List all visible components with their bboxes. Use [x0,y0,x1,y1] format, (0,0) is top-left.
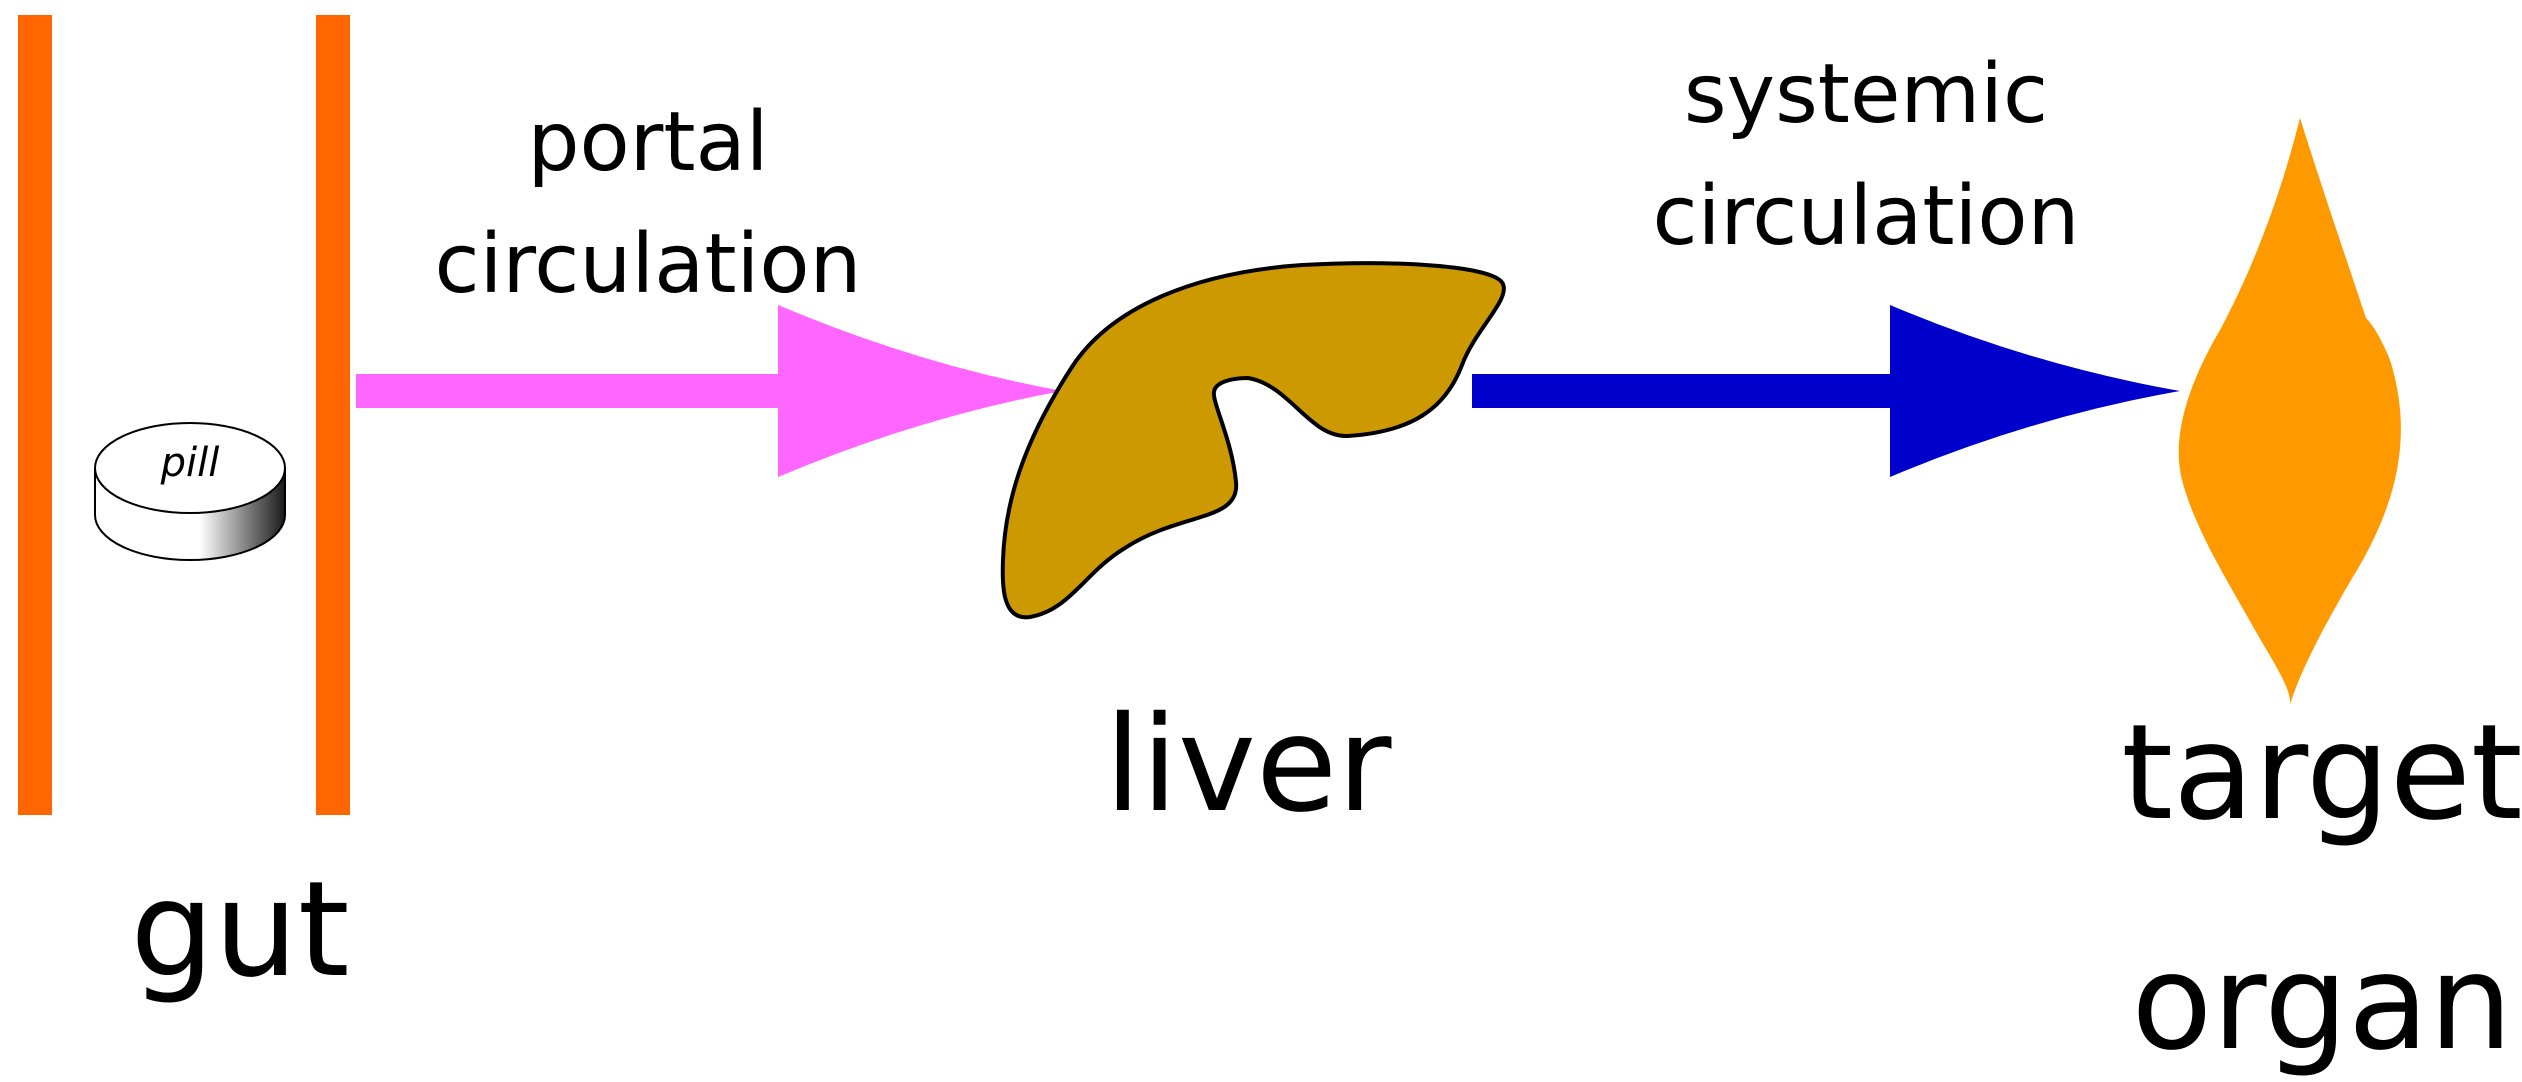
target-organ-label-line2: organ [2131,926,2512,1080]
liver-icon [1003,263,1504,617]
systemic-circulation-arrow [1472,305,2180,477]
gut-wall-left [18,15,52,815]
pill-icon: pill [95,423,285,560]
portal-label-line2: circulation [435,217,862,312]
target-organ-label-line1: target [2121,696,2522,850]
portal-label-line1: portal [527,95,768,190]
pill-label: pill [160,440,220,486]
gut-label: gut [130,853,349,1007]
organ-icon [2179,118,2401,705]
gut-wall-right [316,15,350,815]
systemic-label-line1: systemic [1684,47,2048,142]
systemic-label-line2: circulation [1653,169,2080,264]
portal-circulation-arrow [356,305,1062,477]
liver-label: liver [1105,688,1393,842]
